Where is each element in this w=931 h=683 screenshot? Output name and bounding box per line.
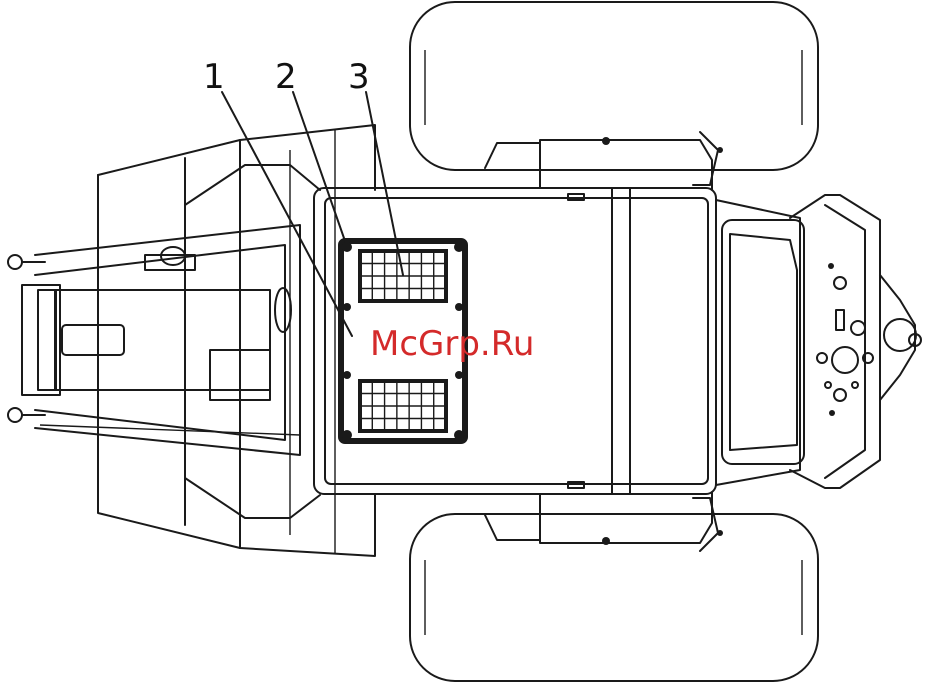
vent-grille-lower — [360, 381, 446, 431]
callout-number-2: 2 — [275, 57, 297, 97]
callout-number-3: 3 — [348, 57, 370, 97]
callout-number-1: 1 — [203, 57, 225, 97]
rear-implement-frame — [98, 125, 375, 556]
three-point-hitch — [8, 225, 300, 455]
engine-hood — [716, 195, 921, 488]
watermark-text: McGrp.Ru — [370, 324, 534, 364]
upper-wheel — [410, 2, 818, 170]
lower-wheel — [410, 514, 818, 681]
